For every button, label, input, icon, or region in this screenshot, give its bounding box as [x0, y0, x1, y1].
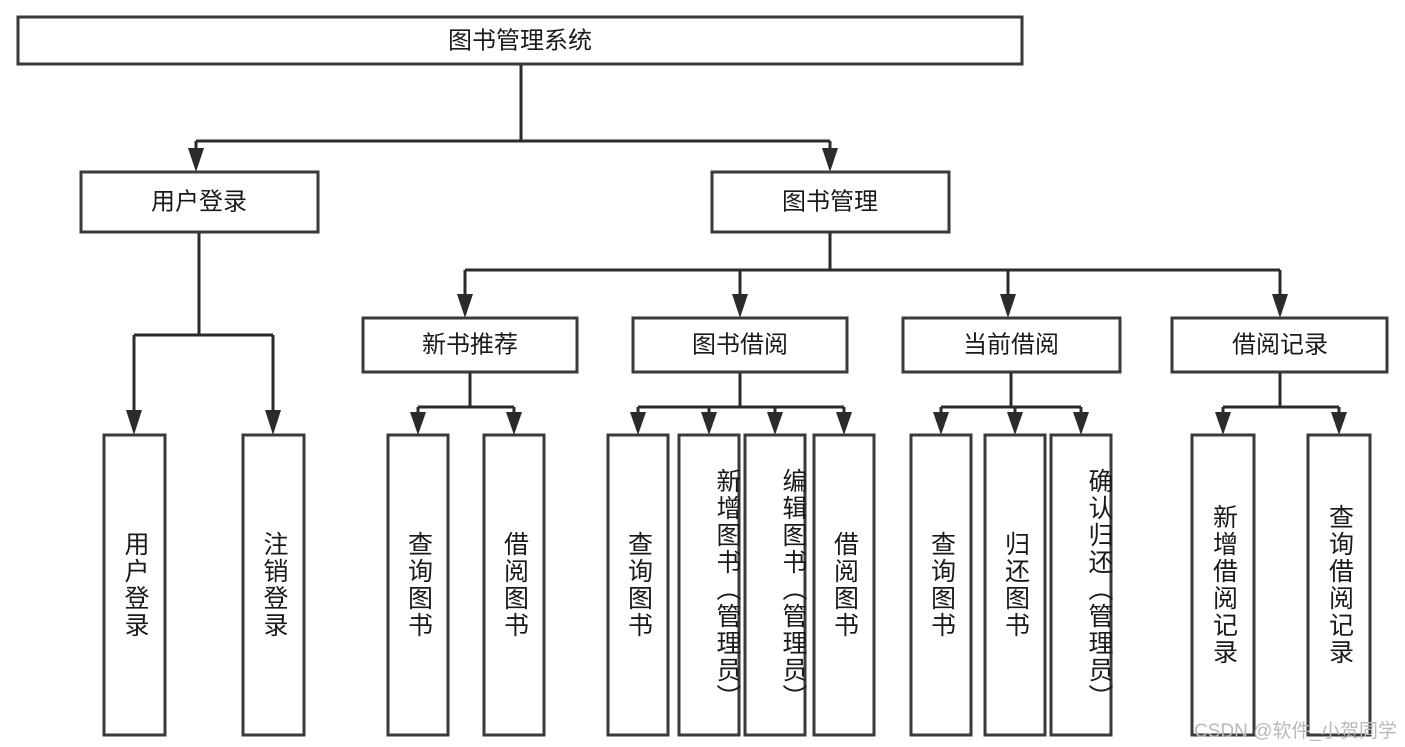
node-box-new-book-recommend[interactable] [361, 316, 579, 374]
arrow-head-currentborrow-leaf-3 [1073, 412, 1089, 435]
leaf-label-borrow-book-new: 借阅图书 [500, 531, 529, 639]
leaf-box-user-login[interactable] [102, 433, 167, 737]
node-box-borrow-record[interactable] [1170, 316, 1389, 374]
leaf-label-edit-book-admin: 编辑图书（管理员） [779, 467, 807, 711]
leaf-label-confirm-return-admin: 确认归还（管理员） [1085, 467, 1113, 711]
node-label-user-login: 用户登录 [151, 188, 247, 215]
node-label-current-borrow: 当前借阅 [963, 331, 1059, 358]
node-book-management[interactable]: 图书管理 [710, 170, 951, 234]
arrow-head-newbook [457, 294, 473, 318]
leaf-box-logout[interactable] [241, 433, 306, 737]
arrow-head-borrowbook-leaf-1 [630, 412, 646, 435]
leaf-label-query-borrow-record: 查询借阅记录 [1325, 504, 1354, 666]
leaf-box-query-book-current[interactable] [909, 433, 973, 737]
arrow-head-currentborrow-leaf-1 [933, 412, 949, 435]
node-book-management-system[interactable]: 图书管理系统 [16, 15, 1024, 66]
leaf-label-add-book-admin: 新增图书（管理员） [713, 467, 741, 711]
leaf-box-confirm-return-admin[interactable] [1049, 433, 1113, 737]
node-label-borrow-record: 借阅记录 [1232, 331, 1328, 358]
node-label-new-book-recommend: 新书推荐 [422, 331, 518, 358]
leaf-label-query-book-current: 查询图书 [927, 531, 956, 639]
leaf-box-add-borrow-record[interactable] [1190, 433, 1256, 737]
leaf-box-query-borrow-record[interactable] [1306, 433, 1372, 737]
node-label-book-borrow: 图书借阅 [692, 331, 788, 358]
node-borrow-record[interactable]: 借阅记录 [1170, 316, 1389, 374]
arrow-head-borrowrecord-leaf-1 [1215, 412, 1231, 435]
arrow-head-bookmgmt [822, 148, 838, 172]
arrow-head-currentborrow-leaf-2 [1007, 412, 1023, 435]
node-box-user-login[interactable] [79, 170, 320, 234]
node-box-book-borrow[interactable] [631, 316, 849, 374]
arrow-head-leaf-logout [265, 410, 281, 435]
leaf-box-edit-book-admin[interactable] [743, 433, 807, 737]
leaf-label-return-book: 归还图书 [1001, 531, 1030, 639]
node-box-book-management[interactable] [710, 170, 951, 234]
leaf-label-add-borrow-record: 新增借阅记录 [1209, 504, 1238, 666]
arrow-head-borrowbook [732, 294, 748, 318]
node-current-borrow[interactable]: 当前借阅 [901, 316, 1122, 374]
node-box-current-borrow[interactable] [901, 316, 1122, 374]
leaf-box-add-book-admin[interactable] [677, 433, 741, 737]
arrow-head-borrowrecord [1272, 294, 1288, 318]
leaf-box-borrow-book-new[interactable] [482, 433, 546, 737]
arrow-head-borrowbook-leaf-4 [836, 412, 852, 435]
arrow-head-borrowbook-leaf-2 [701, 412, 717, 435]
leaf-label-borrow-book: 借阅图书 [830, 531, 859, 639]
arrow-head-userlogin [188, 148, 204, 172]
node-book-borrow[interactable]: 图书借阅 [631, 316, 849, 374]
leaf-label-logout: 注销登录 [260, 531, 288, 639]
connector-layer [126, 64, 1347, 435]
arrow-head-borrowbook-leaf-3 [767, 412, 783, 435]
node-box-root[interactable] [16, 15, 1024, 66]
leaf-label-user-login: 用户登录 [121, 531, 149, 639]
arrow-head-newbook-leaf-1 [410, 412, 426, 435]
leaf-label-query-book-new: 查询图书 [404, 531, 433, 639]
leaf-box-borrow-book[interactable] [812, 433, 876, 737]
csdn-watermark: CSDN @软件_小贺同学 [1194, 721, 1397, 742]
arrow-head-currentborrow [1000, 294, 1016, 318]
node-label-book-management: 图书管理 [782, 188, 878, 215]
node-new-book-recommend[interactable]: 新书推荐 [361, 316, 579, 374]
leaf-box-query-book-new[interactable] [386, 433, 450, 737]
node-user-login[interactable]: 用户登录 [79, 170, 320, 234]
arrow-head-newbook-leaf-2 [506, 412, 522, 435]
arrow-head-borrowrecord-leaf-2 [1331, 412, 1347, 435]
leaf-box-query-book-borrow[interactable] [606, 433, 670, 737]
leaf-box-return-book[interactable] [983, 433, 1047, 737]
leaf-label-query-book-borrow: 查询图书 [624, 531, 653, 639]
arrow-head-leaf-user-login [126, 410, 142, 435]
node-label-root: 图书管理系统 [448, 27, 592, 54]
